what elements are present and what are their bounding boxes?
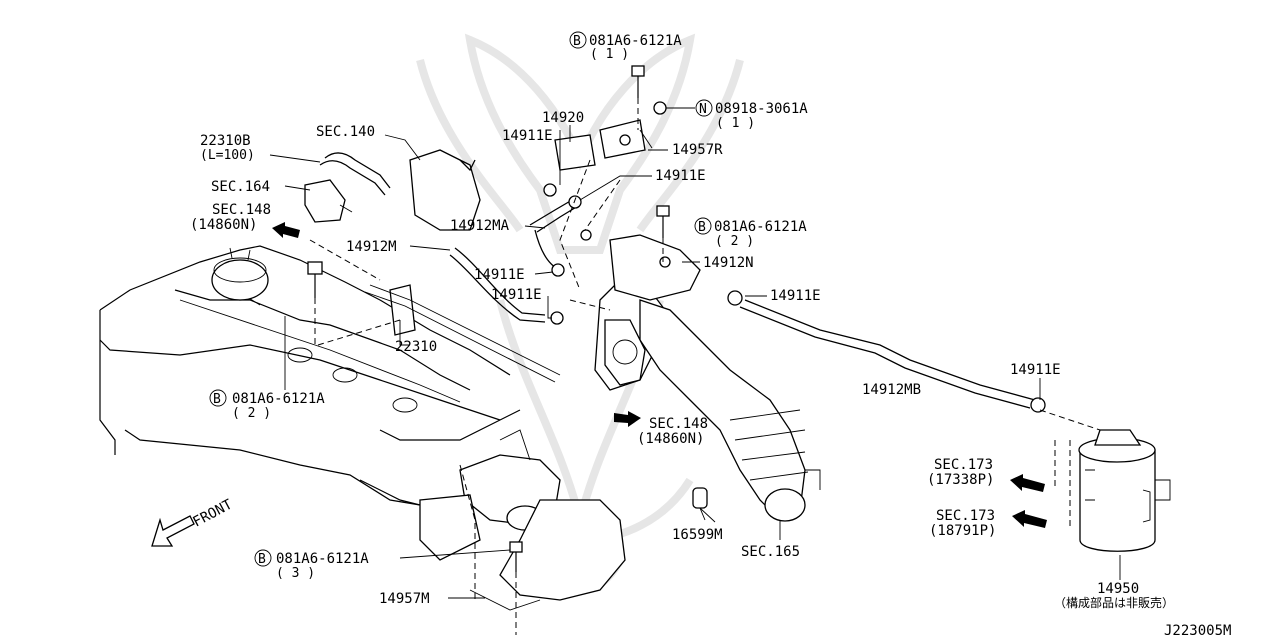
canister-dashes: [1039, 409, 1101, 530]
label-14950[interactable]: 14950: [1097, 581, 1139, 597]
label-081A6-6121A-bottom-qty: ( 3 ): [276, 566, 315, 581]
label-08918-3061A[interactable]: 08918-3061A: [715, 101, 808, 117]
label-sec-148-top-sub: (14860N): [190, 217, 257, 233]
label-sec-148-mid-sub: (14860N): [637, 431, 704, 447]
label-14911E-a[interactable]: 14911E: [502, 128, 553, 144]
label-14911E-f[interactable]: 14911E: [1010, 362, 1061, 378]
label-081A6-6121A-top[interactable]: 081A6-6121A: [589, 33, 682, 49]
label-081A6-6121A-top-qty: ( 1 ): [590, 47, 629, 62]
svg-text:B: B: [573, 34, 581, 49]
label-sec-173-a[interactable]: SEC.173: [934, 457, 993, 473]
guide-dashes: [309, 159, 621, 600]
nut-top: [653, 101, 695, 115]
bolt-marker-icon-mid: B: [694, 217, 712, 235]
label-14912MB[interactable]: 14912MB: [862, 382, 921, 398]
bolt-mid: [656, 205, 670, 262]
label-14912MA[interactable]: 14912MA: [450, 218, 510, 234]
arrow-sec148-top: [272, 222, 300, 238]
clamp-group: [543, 183, 1046, 413]
label-08918-3061A-qty: ( 1 ): [716, 116, 755, 131]
label-14957M[interactable]: 14957M: [379, 591, 430, 607]
label-14912N[interactable]: 14912N: [703, 255, 754, 271]
label-081A6-6121A-left-qty: ( 2 ): [232, 406, 271, 421]
label-16599M[interactable]: 16599M: [672, 527, 723, 543]
bracket-22310: [364, 284, 561, 383]
front-arrow-icon: [151, 515, 195, 547]
label-22310[interactable]: 22310: [395, 339, 437, 355]
arrow-sec148-mid: [614, 411, 641, 427]
label-14911E-b[interactable]: 14911E: [655, 168, 706, 184]
label-22310B[interactable]: 22310B: [200, 133, 251, 149]
svg-text:B: B: [258, 552, 266, 567]
label-081A6-6121A-left[interactable]: 081A6-6121A: [232, 391, 325, 407]
leader-lines: [269, 125, 1121, 599]
label-14957R[interactable]: 14957R: [672, 142, 723, 158]
engine-cylinder-head: [99, 245, 521, 506]
drawing-code: J223005M: [1164, 623, 1231, 639]
label-front: FRONT: [190, 496, 235, 530]
bolt-bottom: [509, 541, 523, 635]
label-sec-165[interactable]: SEC.165: [741, 544, 800, 560]
label-22310B-length: (L=100): [200, 148, 255, 163]
plug-16599M: [692, 487, 708, 521]
sensor-sec164: [304, 179, 353, 223]
label-14911E-c[interactable]: 14911E: [474, 267, 525, 283]
svg-text:B: B: [698, 220, 706, 235]
label-sec-148-top[interactable]: SEC.148: [212, 202, 271, 218]
nut-marker-icon: N: [695, 99, 713, 117]
evap-canister-14950: [1078, 429, 1171, 552]
hose-14912M: [449, 247, 546, 323]
label-14912M[interactable]: 14912M: [346, 239, 397, 255]
purge-control-solenoid: [554, 119, 653, 171]
arrow-sec173-b: [1012, 510, 1047, 528]
label-sec-173-a-sub: (17338P): [927, 472, 994, 488]
label-sec-140[interactable]: SEC.140: [316, 124, 375, 140]
hose-22310B: [319, 152, 391, 196]
label-14920[interactable]: 14920: [542, 110, 584, 126]
throttle-body-assembly: [594, 234, 821, 522]
label-sec-164[interactable]: SEC.164: [211, 179, 270, 195]
svg-text:N: N: [699, 102, 707, 117]
lower-water-outlet-bracket: [419, 429, 626, 611]
label-sec-173-b[interactable]: SEC.173: [936, 508, 995, 524]
label-081A6-6121A-mid-qty: ( 2 ): [715, 234, 754, 249]
label-14950-note: （構成部品は非販売）: [1054, 595, 1174, 610]
arrow-sec173-a: [1010, 474, 1045, 492]
label-sec-173-b-sub: (18791P): [929, 523, 996, 539]
bolt-marker-icon-left: B: [209, 389, 227, 407]
bolt-top: [631, 65, 645, 130]
bolt-marker-icon-top: B: [569, 31, 587, 49]
hose-sec140: [409, 149, 481, 231]
label-14911E-e[interactable]: 14911E: [770, 288, 821, 304]
label-081A6-6121A-bottom[interactable]: 081A6-6121A: [276, 551, 369, 567]
label-14911E-d[interactable]: 14911E: [491, 287, 542, 303]
hose-14912MB: [739, 299, 1036, 409]
svg-text:B: B: [213, 392, 221, 407]
label-081A6-6121A-mid[interactable]: 081A6-6121A: [714, 219, 807, 235]
bolt-left: [307, 261, 323, 345]
label-sec-148-mid[interactable]: SEC.148: [649, 416, 708, 432]
bolt-marker-icon-bottom: B: [254, 549, 272, 567]
